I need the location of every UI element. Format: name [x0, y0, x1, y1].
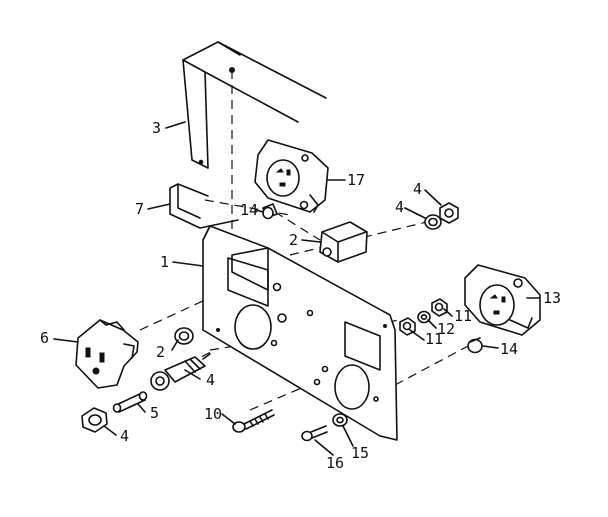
label-fuse-holder: 4 — [206, 371, 215, 389]
label-breaker-ring: 2 — [156, 343, 165, 361]
panel-part — [202, 225, 398, 441]
fuse-part — [112, 391, 148, 413]
label-lockwasher: 12 — [437, 320, 455, 338]
bracket-part — [182, 41, 327, 169]
breaker-ring-part — [174, 327, 194, 345]
top-hardware — [424, 202, 459, 230]
spacer-top-part — [262, 203, 278, 220]
strap-part — [169, 183, 239, 229]
label-spacer-right: 14 — [500, 340, 518, 358]
screw-b-part — [301, 413, 348, 442]
label-washer-bottom: 15 — [351, 444, 369, 462]
callout-labels: 3 17 4 4 7 14 2 1 13 11 12 11 6 2 14 4 5… — [40, 119, 561, 472]
fuse-cap-part — [81, 407, 108, 433]
label-fuse-cap: 4 — [120, 427, 129, 445]
screw-a-part — [232, 409, 275, 433]
label-outlet: 6 — [40, 329, 49, 347]
receptacle-top-part — [254, 139, 329, 213]
outlet-part — [75, 319, 139, 389]
label-nut-right-b: 11 — [425, 330, 443, 348]
label-screw-b: 16 — [326, 454, 344, 472]
label-panel: 1 — [160, 253, 169, 271]
label-fuse: 5 — [150, 404, 159, 422]
label-screw-a: 10 — [204, 405, 222, 423]
breaker-top-part — [319, 221, 368, 263]
label-nut-right-a: 11 — [454, 307, 472, 325]
label-strap: 7 — [135, 200, 144, 218]
label-receptacle-top: 17 — [347, 171, 365, 189]
label-washer-top: 4 — [395, 198, 404, 216]
label-bracket: 3 — [152, 119, 161, 137]
label-receptacle-right: 13 — [543, 289, 561, 307]
label-nut-top: 4 — [413, 180, 422, 198]
spacer-right-part — [467, 337, 483, 354]
label-breaker-top: 2 — [289, 231, 298, 249]
leader-lines — [53, 121, 541, 456]
receptacle-right-part — [464, 264, 541, 336]
label-spacer-top: 14 — [240, 201, 258, 219]
